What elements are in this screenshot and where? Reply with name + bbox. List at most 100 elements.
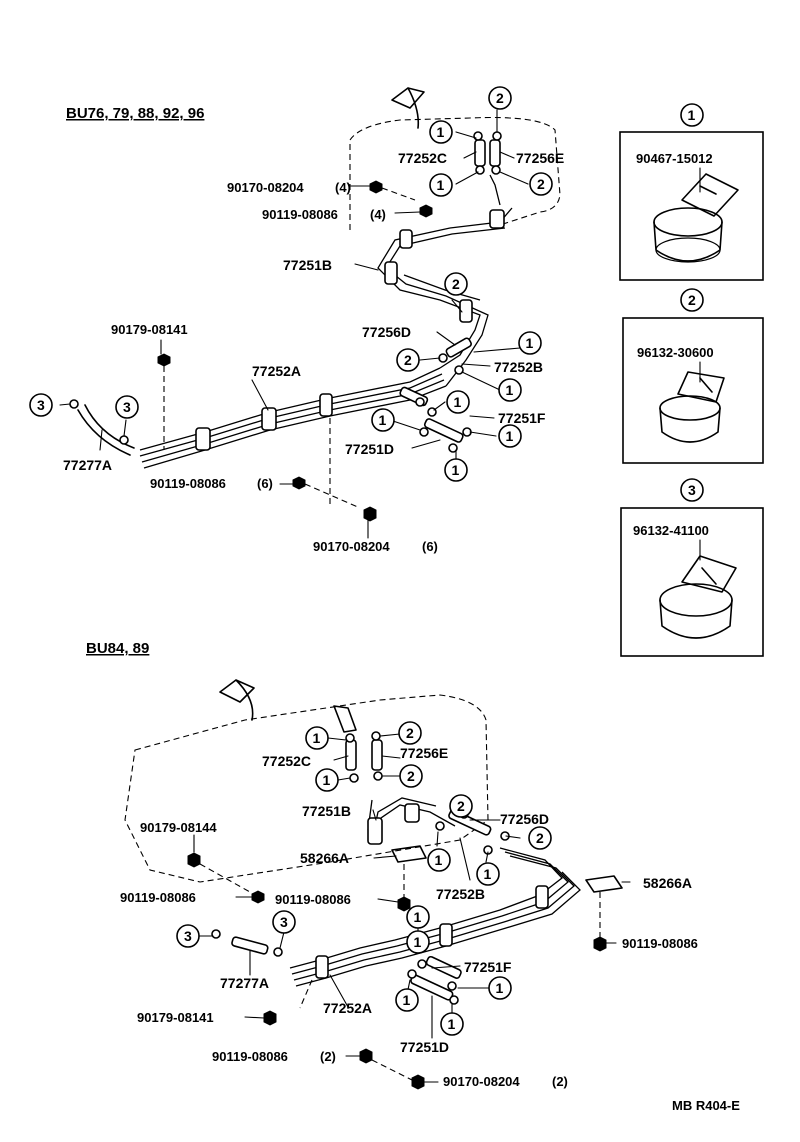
pipe-clamps-bottom bbox=[315, 803, 549, 979]
label-77277a-bottom: 77277A bbox=[220, 975, 269, 991]
legend-part-1: 90467-15012 bbox=[636, 151, 713, 166]
svg-text:3: 3 bbox=[688, 482, 696, 498]
svg-text:2: 2 bbox=[496, 90, 504, 106]
hose-77252c-bottom bbox=[333, 705, 357, 733]
svg-text:2: 2 bbox=[537, 176, 545, 192]
label-90170-08204-top-b: 90170-08204 bbox=[313, 539, 390, 554]
bracket-58266a-bottom-2 bbox=[585, 875, 623, 893]
svg-text:2: 2 bbox=[688, 292, 696, 308]
leader-dash-top-1 bbox=[381, 187, 416, 201]
hose-77277a-top bbox=[77, 409, 131, 456]
label-77251b-top: 77251B bbox=[283, 257, 332, 273]
svg-text:2: 2 bbox=[536, 830, 544, 846]
svg-text:1: 1 bbox=[448, 1016, 456, 1032]
label-77252c-bottom: 77252C bbox=[262, 753, 311, 769]
fuel-tank-outline-top bbox=[349, 116, 561, 230]
svg-text:1: 1 bbox=[313, 730, 321, 746]
leader-dash-bottom-4 bbox=[371, 1059, 413, 1081]
svg-text:1: 1 bbox=[506, 428, 514, 444]
svg-text:1: 1 bbox=[437, 124, 445, 140]
label-90179-08141-top: 90179-08141 bbox=[111, 322, 188, 337]
svg-text:3: 3 bbox=[37, 397, 45, 413]
section-heading-top: BU76, 79, 88, 92, 96 bbox=[66, 105, 204, 122]
svg-text:2: 2 bbox=[406, 725, 414, 741]
label-77251d-bottom: 77251D bbox=[400, 1039, 449, 1055]
svg-text:1: 1 bbox=[437, 177, 445, 193]
label-90119-08086-bottom-b: 90119-08086 bbox=[275, 892, 351, 907]
label-77252a-top: 77252A bbox=[252, 363, 301, 379]
label-90170-08204-bottom: 90170-08204 bbox=[443, 1074, 520, 1089]
label-90119-08086-bottom-a: 90119-08086 bbox=[120, 890, 196, 905]
svg-text:1: 1 bbox=[506, 382, 514, 398]
label-90179-08141-bottom: 90179-08141 bbox=[137, 1010, 214, 1025]
label-77251f-top: 77251F bbox=[498, 410, 546, 426]
label-77251b-bottom: 77251B bbox=[302, 803, 351, 819]
nuts-bolts-top bbox=[157, 180, 433, 522]
label-77252c-top: 77252C bbox=[398, 150, 447, 166]
label-77252b-top: 77252B bbox=[494, 359, 543, 375]
label-58266a-bottom-1: 58266A bbox=[300, 850, 349, 866]
svg-text:3: 3 bbox=[184, 928, 192, 944]
svg-text:2: 2 bbox=[404, 352, 412, 368]
fuel-pipe-bundle-top bbox=[139, 174, 513, 469]
label-90179-08144-bottom: 90179-08144 bbox=[140, 820, 217, 835]
legend-part-2: 96132-30600 bbox=[637, 345, 714, 360]
fuel-tank-outline-bottom bbox=[124, 694, 489, 883]
hose-77277a-top-2 bbox=[84, 404, 135, 449]
hose-77256e-bottom bbox=[371, 739, 383, 771]
svg-text:1: 1 bbox=[526, 335, 534, 351]
label-77252a-bottom: 77252A bbox=[323, 1000, 372, 1016]
svg-text:1: 1 bbox=[414, 909, 422, 925]
hose-77252c-top bbox=[474, 139, 486, 167]
label-77252b-bottom: 77252B bbox=[436, 886, 485, 902]
legend-part-3: 96132-41100 bbox=[633, 523, 709, 538]
legend-clamp-1: 1 90467-15012 bbox=[619, 103, 764, 281]
label-77256e-bottom: 77256E bbox=[400, 745, 448, 761]
callouts-top: 1 2 1 2 2 2 1 1 1 1 1 1 3 3 bbox=[29, 86, 553, 482]
legend-clamp-3: 3 96132-41100 bbox=[620, 478, 764, 657]
hose-77251d-top bbox=[423, 418, 464, 443]
label-90119-08086-bottom-d: 90119-08086 bbox=[212, 1049, 288, 1064]
qty-90119-08086-top-b: (6) bbox=[257, 476, 273, 491]
qty-90119-08086-bottom-d: (2) bbox=[320, 1049, 336, 1064]
svg-text:2: 2 bbox=[457, 798, 465, 814]
leader-lines-top bbox=[59, 109, 529, 539]
label-58266a-bottom-2: 58266A bbox=[643, 875, 692, 891]
label-90170-08204-top: 90170-08204 bbox=[227, 180, 304, 195]
svg-text:1: 1 bbox=[452, 462, 460, 478]
filler-neck-top bbox=[391, 87, 425, 129]
svg-text:1: 1 bbox=[688, 107, 696, 123]
svg-text:1: 1 bbox=[454, 394, 462, 410]
label-90119-08086-bottom-c: 90119-08086 bbox=[622, 936, 698, 951]
svg-text:1: 1 bbox=[414, 934, 422, 950]
svg-text:3: 3 bbox=[280, 914, 288, 930]
label-90119-08086-top-b: 90119-08086 bbox=[150, 476, 226, 491]
leader-dash-top-3 bbox=[304, 483, 361, 509]
hose-77252c-bottom-2 bbox=[345, 739, 357, 771]
legend-clamp-2: 2 96132-30600 bbox=[622, 288, 764, 464]
svg-text:3: 3 bbox=[123, 399, 131, 415]
bracket-58266a-bottom-1 bbox=[391, 845, 427, 863]
figure-code: MB R404-E bbox=[672, 1098, 740, 1113]
qty-90170-08204-top-b: (6) bbox=[422, 539, 438, 554]
label-90119-08086-top: 90119-08086 bbox=[262, 207, 338, 222]
label-77256d-bottom: 77256D bbox=[500, 811, 549, 827]
section-heading-bottom: BU84, 89 bbox=[86, 640, 149, 657]
hose-77256e-top bbox=[489, 139, 501, 167]
label-77256d-top: 77256D bbox=[362, 324, 411, 340]
svg-text:1: 1 bbox=[496, 980, 504, 996]
qty-90119-08086-top: (4) bbox=[370, 207, 386, 222]
pipe-clamps-top bbox=[195, 209, 505, 451]
callouts-bottom: 1 2 1 2 2 2 1 1 1 1 3 3 1 1 1 bbox=[176, 721, 552, 1036]
svg-text:2: 2 bbox=[452, 276, 460, 292]
leader-dash-bottom-5 bbox=[299, 979, 313, 1009]
svg-text:1: 1 bbox=[379, 412, 387, 428]
svg-text:1: 1 bbox=[323, 772, 331, 788]
filler-neck-bottom bbox=[219, 679, 255, 721]
label-77251f-bottom: 77251F bbox=[464, 959, 512, 975]
clamp-marks-top bbox=[69, 131, 502, 453]
label-77251d-top: 77251D bbox=[345, 441, 394, 457]
qty-90170-08204-top: (4) bbox=[335, 180, 351, 195]
qty-90170-08204-bottom: (2) bbox=[552, 1074, 568, 1089]
